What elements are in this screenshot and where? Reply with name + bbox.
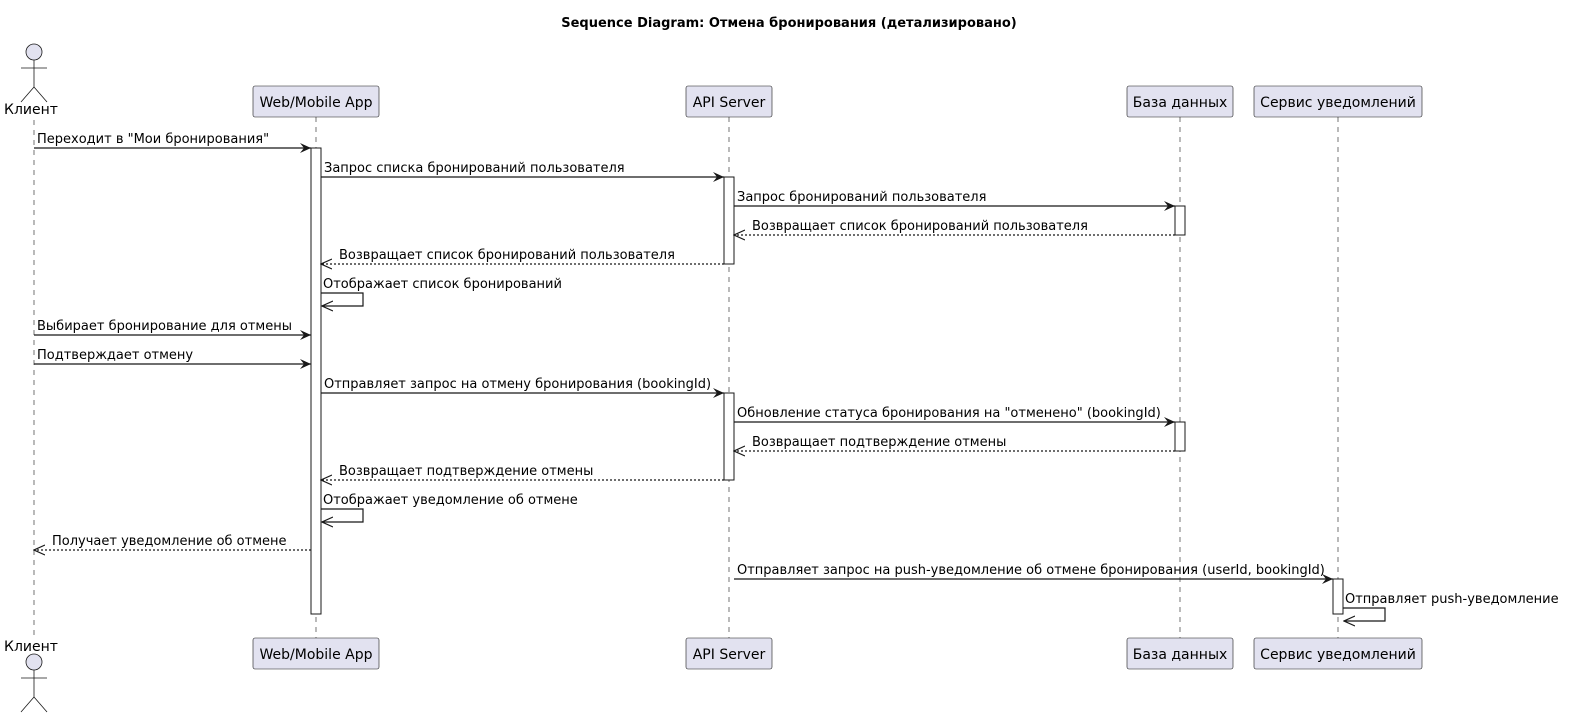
- message-label: Отправляет запрос на отмену бронирования…: [324, 377, 711, 392]
- participant-box: [1253, 637, 1423, 670]
- message-label: Выбирает бронирование для отмены: [37, 319, 292, 334]
- actor-head-icon: [25, 43, 43, 61]
- participant-box: [252, 85, 380, 118]
- message-label: Отправляет push-уведомление: [1345, 592, 1559, 607]
- message-label: Отображает список бронирований: [323, 277, 562, 292]
- message-label: Запрос бронирований пользователя: [737, 190, 986, 205]
- actor-leg-right-icon: [33, 696, 48, 713]
- message-16: Отправляет push-уведомление: [1343, 592, 1559, 621]
- participant-label: Сервис уведомлений: [1260, 647, 1416, 663]
- participant-label: Web/Mobile App: [260, 647, 373, 663]
- message-15: Отправляет запрос на push-уведомление об…: [734, 563, 1333, 584]
- participant-api-top: API Server: [685, 85, 773, 118]
- message-1: Переходит в "Мои бронирования": [34, 132, 311, 153]
- participant-notify-top: Сервис уведомлений: [1253, 85, 1423, 118]
- message-7: Выбирает бронирование для отмены: [34, 319, 311, 340]
- message-label: Отправляет запрос на push-уведомление об…: [737, 563, 1325, 578]
- message-4: Возвращает список бронирований пользоват…: [734, 219, 1175, 235]
- actor-label: Клиент: [4, 102, 58, 118]
- activation-bar-db: [1174, 421, 1186, 452]
- participant-box: [685, 85, 773, 118]
- participant-label: База данных: [1133, 647, 1228, 663]
- actor-leg-left-icon: [20, 86, 35, 103]
- diagram-title: Sequence Diagram: Отмена бронирования (д…: [561, 16, 1017, 31]
- message-2: Запрос списка бронирований пользователя: [321, 161, 724, 182]
- actor-leg-right-icon: [33, 86, 48, 103]
- message-5: Возвращает список бронирований пользоват…: [321, 248, 724, 264]
- actor-bottom: Клиент: [4, 639, 58, 713]
- participant-box: [252, 637, 380, 670]
- activation-bar-app: [310, 147, 322, 615]
- actor-head-icon: [25, 653, 43, 671]
- message-12: Возвращает подтверждение отмены: [321, 464, 724, 480]
- message-label: Получает уведомление об отмене: [52, 534, 287, 549]
- participant-label: API Server: [693, 95, 766, 111]
- message-label: Переходит в "Мои бронирования": [37, 132, 269, 147]
- message-11: Возвращает подтверждение отмены: [734, 435, 1175, 451]
- activation-bar-notify: [1332, 578, 1344, 615]
- activation-bar-db: [1174, 205, 1186, 236]
- self-message-arrow: [1343, 607, 1386, 621]
- participant-app-bottom: Web/Mobile App: [252, 637, 380, 670]
- message-8: Подтверждает отмену: [34, 348, 311, 369]
- activation-bar-api: [723, 176, 735, 265]
- message-10: Обновление статуса бронирования на "отме…: [734, 406, 1175, 427]
- actor-label: Клиент: [4, 639, 58, 655]
- message-label: Подтверждает отмену: [37, 348, 193, 363]
- participant-db-top: База данных: [1126, 85, 1234, 118]
- message-label: Возвращает список бронирований пользоват…: [339, 248, 675, 263]
- self-message-arrow: [321, 508, 364, 522]
- self-message-arrow: [321, 292, 364, 306]
- actor-top: Клиент: [4, 43, 58, 118]
- message-9: Отправляет запрос на отмену бронирования…: [321, 377, 724, 398]
- participant-api-bottom: API Server: [685, 637, 773, 670]
- message-6: Отображает список бронирований: [321, 277, 562, 306]
- message-label: Возвращает подтверждение отмены: [339, 464, 593, 479]
- activation-bar-api: [723, 392, 735, 481]
- participant-label: База данных: [1133, 95, 1228, 111]
- message-13: Отображает уведомление об отмене: [321, 493, 578, 522]
- participant-app-top: Web/Mobile App: [252, 85, 380, 118]
- message-label: Возвращает список бронирований пользоват…: [752, 219, 1088, 234]
- participant-label: Web/Mobile App: [260, 95, 373, 111]
- actor-leg-left-icon: [20, 696, 35, 713]
- participant-label: Сервис уведомлений: [1260, 95, 1416, 111]
- participant-box: [1253, 85, 1423, 118]
- participant-db-bottom: База данных: [1126, 637, 1234, 670]
- message-label: Обновление статуса бронирования на "отме…: [737, 406, 1161, 421]
- participant-box: [685, 637, 773, 670]
- participant-label: API Server: [693, 647, 766, 663]
- message-14: Получает уведомление об отмене: [34, 534, 311, 550]
- message-label: Возвращает подтверждение отмены: [752, 435, 1006, 450]
- participant-box: [1126, 85, 1234, 118]
- message-label: Отображает уведомление об отмене: [323, 493, 578, 508]
- message-label: Запрос списка бронирований пользователя: [324, 161, 625, 176]
- participant-box: [1126, 637, 1234, 670]
- participant-notify-bottom: Сервис уведомлений: [1253, 637, 1423, 670]
- message-3: Запрос бронирований пользователя: [734, 190, 1175, 211]
